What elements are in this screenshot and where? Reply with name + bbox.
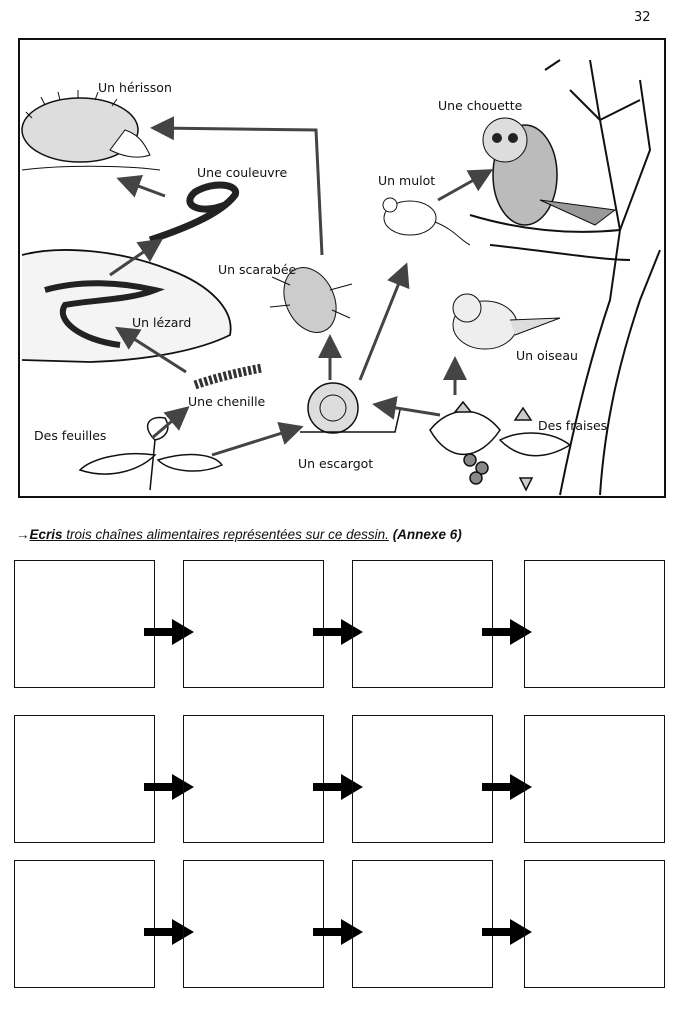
chain-arrow-icon — [144, 619, 194, 645]
answer-box[interactable] — [524, 860, 665, 988]
chain-arrow-icon — [144, 919, 194, 945]
food-web-illustration-frame — [18, 38, 666, 498]
chain-arrow-icon — [482, 919, 532, 945]
answer-box[interactable] — [524, 560, 665, 688]
snake-drawing — [148, 181, 240, 244]
food-web-arrows — [109, 116, 494, 457]
mouse-drawing — [382, 197, 471, 246]
answer-box[interactable] — [14, 715, 155, 843]
instruction-arrow: → — [16, 527, 30, 542]
arrow-chenille-lezard — [114, 326, 187, 374]
bird-drawing — [452, 293, 561, 350]
arrow-fraises-escargot — [372, 396, 441, 420]
instruction: →Ecris trois chaînes alimentaires représ… — [16, 527, 462, 542]
label-oiseau: Un oiseau — [516, 348, 578, 363]
label-chenille: Une chenille — [188, 394, 266, 409]
answer-box[interactable] — [524, 715, 665, 843]
label-chouette: Une chouette — [438, 98, 523, 113]
label-fraises: Des fraises — [538, 418, 608, 433]
answer-box[interactable] — [352, 715, 493, 843]
answer-box[interactable] — [14, 560, 155, 688]
label-herisson: Un hérisson — [98, 80, 172, 95]
label-lezard: Un lézard — [132, 315, 192, 330]
arrow-feuilles-escargot — [211, 421, 304, 457]
tree-drawing — [469, 59, 661, 496]
chain-arrow-icon — [144, 774, 194, 800]
rock-drawing — [21, 249, 232, 363]
answer-box[interactable] — [183, 860, 324, 988]
arrow-escargot-mulot — [358, 262, 410, 381]
leaves-drawing — [78, 416, 224, 491]
answer-box[interactable] — [14, 860, 155, 988]
answer-box[interactable] — [183, 715, 324, 843]
lizard-drawing — [44, 280, 166, 348]
arrow-couleuvre-herisson — [116, 175, 166, 198]
beetle-drawing — [269, 267, 353, 333]
label-couleuvre: Une couleuvre — [197, 165, 288, 180]
answer-box[interactable] — [352, 860, 493, 988]
label-escargot: Un escargot — [298, 456, 374, 471]
snail-drawing — [300, 382, 401, 434]
caterpillar-drawing — [193, 363, 263, 390]
chain-arrow-icon — [313, 619, 363, 645]
label-mulot: Un mulot — [378, 173, 436, 188]
owl-drawing — [482, 117, 617, 226]
hedgehog-drawing — [21, 90, 161, 171]
label-scarabee: Un scarabée — [218, 262, 297, 277]
chain-arrow-icon — [482, 619, 532, 645]
chain-arrow-icon — [313, 774, 363, 800]
label-feuilles: Des feuilles — [34, 428, 107, 443]
arrow-scarabee-herisson — [150, 116, 324, 256]
page-number: 32 — [634, 10, 651, 25]
strawberries-drawing — [429, 400, 572, 492]
arrow-feuilles-chenille — [151, 406, 190, 440]
chain-arrow-icon — [482, 774, 532, 800]
instruction-text: trois chaînes alimentaires représentées … — [62, 527, 389, 542]
arrow-lezard-couleuvre — [109, 238, 163, 277]
answer-box[interactable] — [352, 560, 493, 688]
answer-box[interactable] — [183, 560, 324, 688]
instruction-reference: (Annexe 6) — [388, 527, 462, 542]
instruction-verb: Ecris — [29, 527, 63, 542]
arrow-mulot-chouette — [437, 169, 494, 202]
chain-arrow-icon — [313, 919, 363, 945]
